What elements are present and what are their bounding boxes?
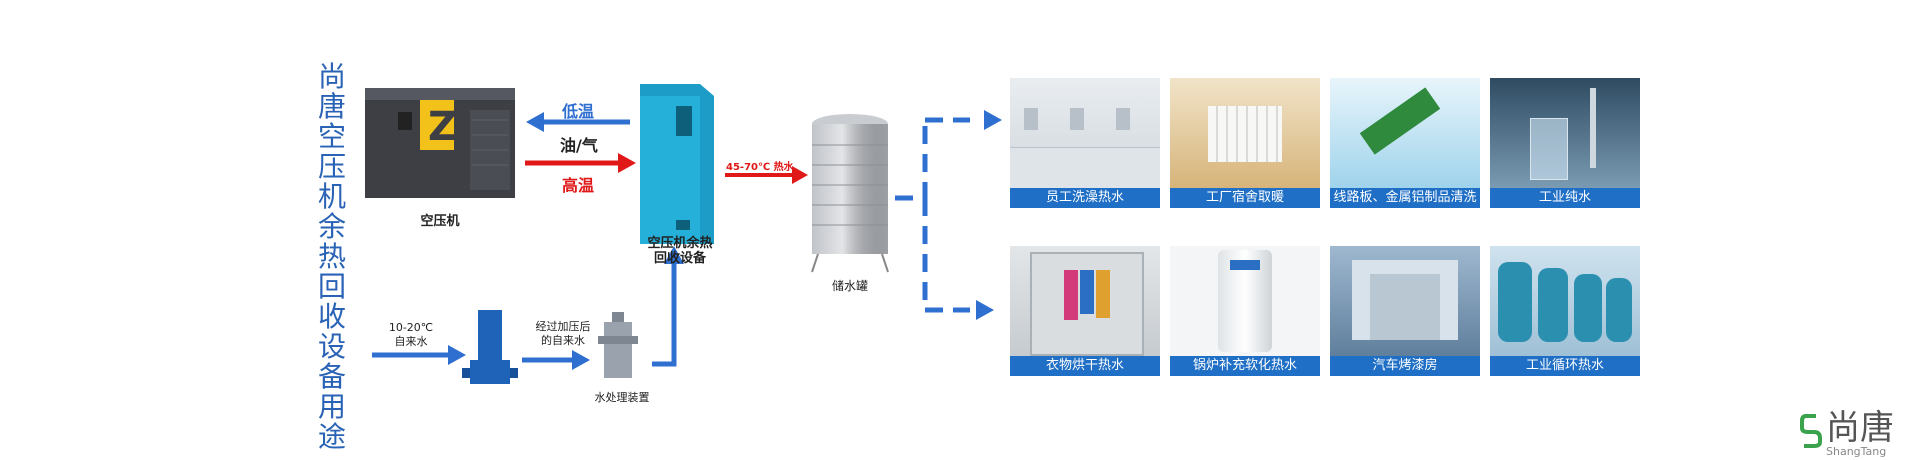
use-caption-drying: 衣物烘干热水 (1010, 356, 1160, 376)
high-temp-arrow (525, 153, 636, 173)
pure-water-glass-image (1490, 78, 1640, 188)
svg-text:Z: Z (428, 104, 457, 150)
treatment-label: 水处理装置 (594, 391, 650, 404)
use-card-drying: 衣物烘干热水 (1010, 246, 1160, 376)
use-card-shower: 员工洗澡热水 (1010, 78, 1160, 208)
tank-label: 储水罐 (831, 279, 868, 293)
pressurized-water-label: 经过加压后 的自来水 (528, 320, 598, 348)
heat-recovery-unit-image (640, 84, 714, 244)
treated-water-arrow (652, 246, 684, 367)
paint-booth-image (1330, 246, 1480, 356)
use-caption-heating: 工厂宿舍取暖 (1170, 188, 1320, 208)
brand-logo-icon (1800, 414, 1822, 448)
oil-gas-label: 油/气 (560, 136, 598, 155)
shower-room-image (1010, 78, 1160, 188)
storage-tank-image (811, 114, 889, 273)
tap-water-label: 10-20℃ 自来水 (376, 321, 446, 349)
compressor-label: 空压机 (420, 214, 460, 229)
circuit-board-image (1330, 78, 1480, 188)
brand-sub: ShangTang (1826, 445, 1887, 458)
hot-water-temp-label: 45-70℃ 热水 (726, 162, 794, 173)
tap-water-label-line1: 10-20℃ (388, 321, 434, 334)
use-card-paint-booth: 汽车烤漆房 (1330, 246, 1480, 376)
use-card-heating: 工厂宿舍取暖 (1170, 78, 1320, 208)
use-caption-cleaning: 线路板、金属铝制品清洗 (1330, 188, 1480, 208)
use-card-cleaning: 线路板、金属铝制品清洗 (1330, 78, 1480, 208)
pressurized-water-label-line2: 的自来水 (541, 334, 585, 347)
air-compressor-image: Z (365, 88, 515, 198)
use-caption-pure-water: 工业纯水 (1490, 188, 1640, 208)
use-caption-shower: 员工洗澡热水 (1010, 188, 1160, 208)
use-caption-paint-booth: 汽车烤漆房 (1330, 356, 1480, 376)
water-pump-image (462, 310, 518, 384)
use-card-circulation: 工业循环热水 (1490, 246, 1640, 376)
boiler-image (1170, 246, 1320, 356)
water-treatment-image (598, 312, 638, 378)
high-temp-label: 高温 (562, 176, 595, 195)
recovery-unit-label: 空压机余热 回收设备 (630, 236, 730, 266)
use-card-boiler: 锅炉补充软化热水 (1170, 246, 1320, 376)
flow-diagram: Z (365, 84, 1002, 384)
distribution-arrows (895, 110, 1002, 320)
radiator-image (1170, 78, 1320, 188)
recovery-unit-label-line2: 回收设备 (653, 251, 706, 266)
recovery-unit-label-line1: 空压机余热 (647, 236, 713, 251)
clothes-dryer-image (1010, 246, 1160, 356)
pressurized-water-arrow (522, 350, 590, 370)
use-card-pure-water: 工业纯水 (1490, 78, 1640, 208)
page-title: 尚唐空压机余热回收设备用途 (317, 60, 346, 453)
brand-name: 尚唐 (1826, 408, 1894, 448)
low-temp-arrow (526, 112, 630, 132)
use-caption-boiler: 锅炉补充软化热水 (1170, 356, 1320, 376)
pressurized-water-label-line1: 经过加压后 (535, 320, 591, 333)
tap-water-label-line2: 自来水 (394, 335, 428, 348)
industrial-tanks-image (1490, 246, 1640, 356)
hot-water-arrow (725, 166, 808, 184)
tap-water-arrow (372, 345, 466, 365)
use-caption-circulation: 工业循环热水 (1490, 356, 1640, 376)
low-temp-label: 低温 (562, 102, 595, 121)
